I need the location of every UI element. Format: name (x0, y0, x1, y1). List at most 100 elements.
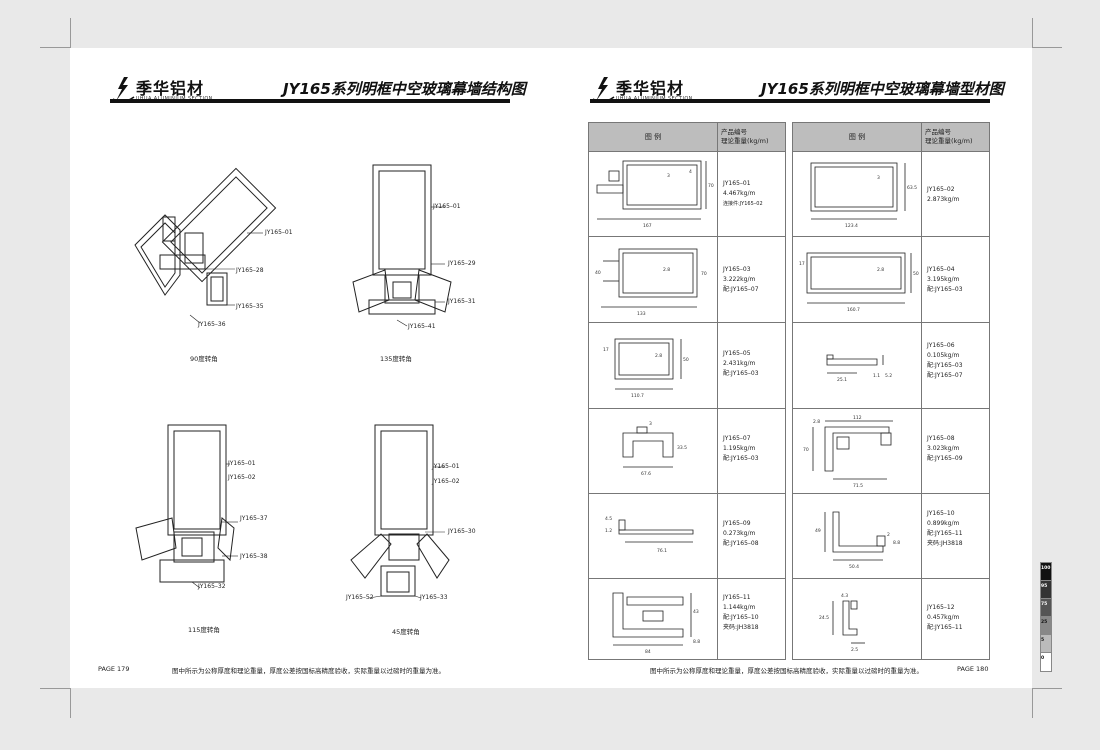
crop-mark (40, 47, 70, 48)
page-title-right: JY165系列明框中空玻璃幕墙型材图 (761, 80, 1004, 98)
dimension-label: 1.1 (873, 373, 880, 379)
dimension-label: 63.5 (907, 185, 917, 191)
dimension-label: 71.5 (853, 483, 863, 489)
profile-weight: 3.222kg/m (723, 276, 756, 283)
row-divider (589, 578, 785, 579)
brand-name-cn: 季华铝材 (136, 79, 205, 98)
header-weight-line: 理论重量(kg/m) (925, 137, 973, 145)
dimension-label: 70 (803, 447, 809, 453)
profile-jy165-07-icon: 67.6 3 33.5 (622, 421, 687, 477)
crop-mark (1032, 688, 1062, 689)
profile-weight: 2.873kg/m (927, 196, 960, 203)
profile-info: JY165–11 1.144kg/m 配:JY165–10 夹码:JH3818 (723, 593, 759, 633)
row-divider (793, 322, 989, 323)
footnote-right: 图中所示为公称厚度和理论重量，厚度公差按国标高精度验收，实际重量以过磅时的重量为… (650, 667, 923, 675)
dimension-label: 5.2 (885, 373, 892, 379)
corner-135-diagram (352, 164, 452, 327)
dimension-label: 17 (799, 261, 805, 267)
profile-note: 配:JY165–03 (723, 455, 759, 462)
color-swatch-label: 0 (1041, 656, 1045, 661)
profile-info: JY165–12 0.457kg/m 配:JY165–11 (927, 603, 963, 633)
diagram-label: JY165–41 (408, 323, 436, 330)
profile-code: JY165–01 (723, 180, 751, 187)
color-swatch-label: 95 (1041, 584, 1048, 589)
profile-code: JY165–08 (927, 435, 955, 442)
crop-mark (1032, 688, 1033, 718)
column-divider (717, 123, 718, 659)
dimension-label: 112 (853, 415, 862, 421)
color-swatch-label: 100 (1041, 566, 1051, 571)
profile-jy165-02-icon: 123.4 63.5 3 (810, 162, 917, 229)
profile-weight: 1.195kg/m (723, 445, 756, 452)
color-swatch-label: 25 (1041, 620, 1048, 625)
color-swatch (1040, 616, 1052, 636)
diagram-label: JY165–01 (432, 463, 460, 470)
dimension-label: 3 (649, 421, 652, 427)
header-code-line: 产品编号 (925, 128, 951, 136)
dimension-label: 24.5 (819, 615, 829, 621)
color-swatch (1040, 598, 1052, 618)
profile-table-right: 图 例 产品编号 理论重量(kg/m) 123.4 63.5 3 JY165–0… (792, 122, 990, 660)
diagram-caption: 45度转角 (392, 628, 420, 636)
row-divider (589, 322, 785, 323)
diagram-label: JY165–38 (240, 553, 268, 560)
profile-note: 配:JY165–10 (723, 614, 759, 621)
profile-weight: 4.467kg/m (723, 190, 756, 197)
diagram-label: JY165–33 (420, 594, 448, 601)
profile-note: 夹码:JH3818 (927, 540, 963, 547)
right-page (550, 48, 1032, 688)
profile-weight: 0.457kg/m (927, 614, 960, 621)
profile-jy165-01-icon: 167 70 3 4 (596, 160, 714, 229)
diagram-label: JY165–01 (228, 460, 256, 467)
profile-code: JY165–03 (723, 266, 751, 273)
dimension-label: 110.7 (631, 393, 644, 399)
title-rule-thin (110, 102, 510, 103)
color-swatch-label: 75 (1041, 602, 1048, 607)
profile-code: JY165–02 (927, 186, 955, 193)
profile-info: JY165–07 1.195kg/m 配:JY165–03 (723, 434, 759, 464)
title-rule-thin (590, 102, 990, 103)
dimension-label: 2.8 (877, 267, 884, 273)
dimension-label: 17 (603, 347, 609, 353)
profile-info: JY165–08 3.023kg/m 配:JY165–09 (927, 434, 963, 464)
header-weight-line: 理论重量(kg/m) (721, 137, 769, 145)
dimension-label: 49 (815, 528, 821, 534)
profile-jy165-04-icon: 160.7 17 2.8 50 (799, 252, 919, 313)
diagram-label: JY165–29 (448, 260, 476, 267)
profile-info: JY165–04 3.195kg/m 配:JY165–03 (927, 265, 963, 295)
row-divider (589, 493, 785, 494)
crop-mark (70, 688, 71, 718)
color-swatch-label: 5 (1041, 638, 1045, 643)
dimension-label: 67.6 (641, 471, 651, 477)
profile-note: 连接件:JY165–02 (723, 201, 763, 207)
header-code: 产品编号 理论重量(kg/m) (925, 128, 972, 146)
profile-jy165-05-icon: 110.7 17 2.8 50 (603, 338, 689, 399)
profile-table-left: 图 例 产品编号 理论重量(kg/m) 167 70 3 4 JY165–01 … (588, 122, 786, 660)
profile-code: JY165–07 (723, 435, 751, 442)
profile-note: 配:JY165–03 (927, 286, 963, 293)
dimension-label: 2.8 (663, 267, 670, 273)
dimension-label: 2 (887, 532, 890, 538)
crop-mark (1032, 47, 1062, 48)
profile-code: JY165–12 (927, 604, 955, 611)
profile-note: 配:JY165–03 (723, 370, 759, 377)
table-header: 图 例 产品编号 理论重量(kg/m) (793, 123, 989, 152)
profile-weight: 0.899kg/m (927, 520, 960, 527)
dimension-label: 3 (877, 175, 880, 181)
dimension-label: 50 (683, 357, 689, 363)
dimension-label: 160.7 (847, 307, 860, 313)
diagram-label: JY165–32 (198, 583, 226, 590)
page-number-left: PAGE 179 (98, 665, 130, 673)
header-figure: 图 例 (848, 133, 866, 141)
profile-info: JY165–01 4.467kg/m 连接件:JY165–02 (723, 179, 763, 209)
dimension-label: 25.1 (837, 377, 847, 383)
dimension-label: 4.3 (841, 593, 848, 599)
profile-note: 配:JY165–03 (927, 362, 963, 369)
profile-jy165-06-icon: 25.1 1.1 5.2 (826, 354, 892, 383)
header-code-line: 产品编号 (721, 128, 747, 136)
diagram-label: JY165–35 (236, 303, 264, 310)
profile-code: JY165–05 (723, 350, 751, 357)
dimension-label: 50 (913, 271, 919, 277)
header-figure: 图 例 (644, 133, 662, 141)
profile-jy165-09-icon: 76.1 4.5 1.2 (605, 516, 694, 554)
